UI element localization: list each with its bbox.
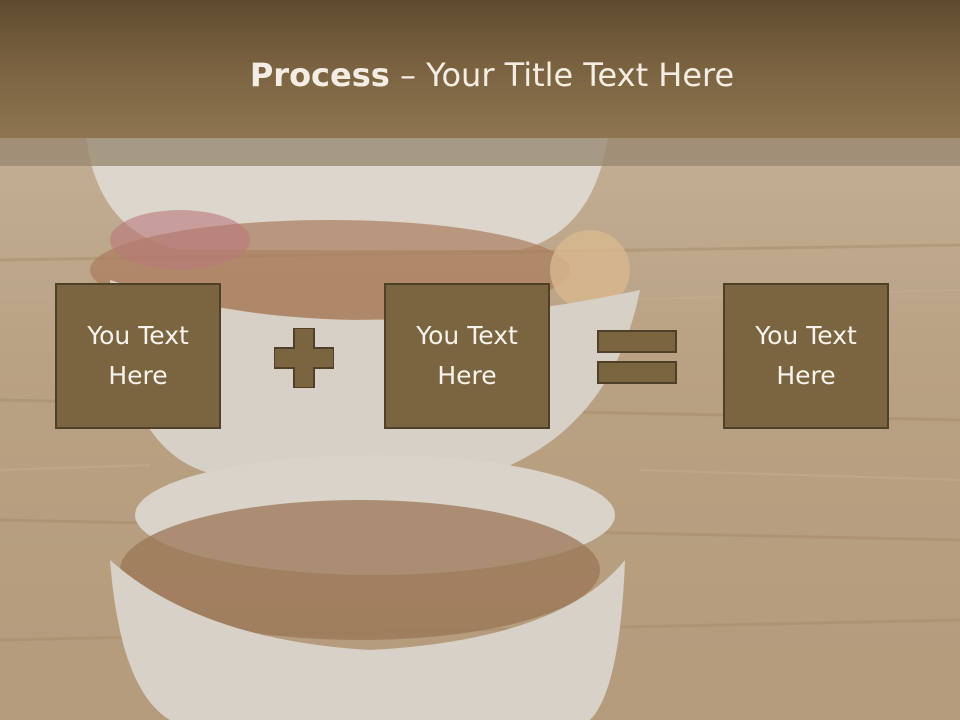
title-rest: – Your Title Text Here: [389, 56, 735, 94]
title-bold: Process: [249, 56, 390, 94]
equals-icon: [597, 330, 677, 384]
text-box-2-label: You Text Here: [416, 321, 518, 390]
title-bar: [0, 0, 960, 138]
text-box-2: You Text Here: [384, 283, 550, 429]
text-box-3-label: You Text Here: [755, 321, 857, 390]
text-box-3: You Text Here: [723, 283, 889, 429]
plus-icon: [273, 327, 335, 389]
text-box-1-label: You Text Here: [87, 321, 189, 390]
title-strip: [0, 138, 960, 166]
slide-title: Process – Your Title Text Here: [0, 52, 960, 98]
text-box-1: You Text Here: [55, 283, 221, 429]
